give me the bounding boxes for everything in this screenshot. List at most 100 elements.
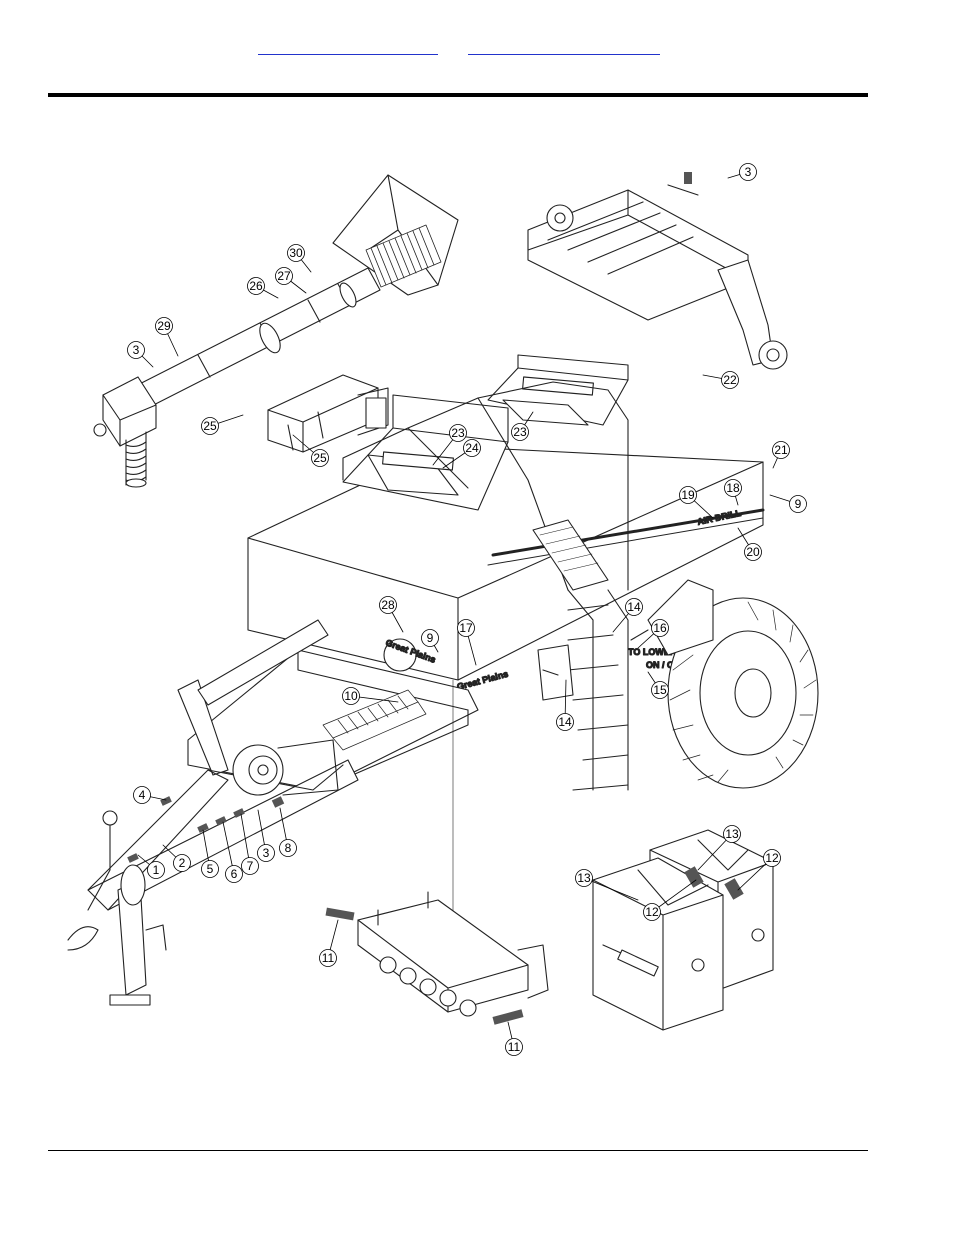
header-link-right[interactable] [468, 40, 660, 55]
callout-c14a: 14 [612, 598, 643, 633]
callout-circle [721, 371, 739, 389]
callout-number: 26 [249, 279, 263, 293]
callout-circle [511, 423, 529, 441]
step-decal-b: ON / OFF [646, 660, 685, 670]
callout-number: 7 [247, 859, 254, 873]
meter-assembly [325, 891, 549, 1025]
callout-number: 12 [645, 905, 659, 919]
callout-circle [201, 417, 219, 435]
header-links [0, 40, 954, 60]
callout-number: 11 [322, 951, 335, 965]
callout-c28: 28 [379, 596, 404, 633]
callout-number: 4 [139, 788, 146, 802]
callout-c6: 6 [222, 821, 243, 883]
bottom-rule [48, 1150, 868, 1151]
callout-c8: 8 [279, 807, 297, 857]
callout-c14b: 14 [556, 679, 574, 731]
callout-c24: 24 [442, 439, 481, 469]
callout-circle [625, 598, 643, 616]
callout-number: 12 [765, 851, 779, 865]
main-cart: AIR DRILL Great Plains Great Plains TO L… [67, 354, 819, 1006]
header-link-left[interactable] [258, 40, 438, 55]
callout-circle [724, 479, 742, 497]
callout-circle [257, 844, 275, 862]
callout-c1: 1 [137, 854, 165, 879]
callout-number: 22 [723, 373, 737, 387]
top-rule [48, 93, 868, 97]
callout-number: 14 [627, 600, 641, 614]
callout-number: 5 [207, 862, 214, 876]
callout-number: 13 [577, 871, 591, 885]
callout-number: 29 [157, 319, 171, 333]
callout-number: 20 [746, 545, 760, 559]
callout-circle [127, 341, 145, 359]
callout-c9b: 9 [421, 629, 439, 653]
auger-assembly [93, 174, 459, 488]
callout-number: 28 [381, 598, 395, 612]
callout-c27: 27 [275, 267, 307, 294]
callout-c9a: 9 [769, 494, 807, 513]
callout-c7: 7 [240, 813, 259, 875]
callout-number: 3 [745, 165, 752, 179]
callout-circle [789, 495, 807, 513]
callout-circle [287, 244, 305, 262]
callout-c5: 5 [201, 829, 219, 878]
callout-circle [241, 857, 259, 875]
callout-c25a: 25 [201, 414, 244, 435]
callout-circle [651, 619, 669, 637]
callout-c3b: 3 [727, 163, 757, 181]
callout-c29: 29 [155, 317, 179, 357]
callout-circle [463, 439, 481, 457]
callout-c4: 4 [133, 786, 167, 804]
callout-number: 3 [133, 343, 140, 357]
callout-c26: 26 [247, 277, 279, 299]
callout-circle [155, 317, 173, 335]
callout-c13b: 13 [697, 825, 741, 871]
callout-c19: 19 [679, 486, 714, 519]
step-decal-a: TO LOWER [628, 647, 677, 657]
callout-number: 19 [681, 488, 695, 502]
callout-number: 24 [465, 441, 479, 455]
callout-c11b: 11 [505, 1021, 523, 1056]
callout-c12b: 12 [737, 849, 781, 891]
callout-circle [744, 543, 762, 561]
callout-number: 17 [459, 621, 473, 635]
callout-circle [311, 449, 329, 467]
callout-c3c: 3 [257, 809, 275, 862]
callout-circle [505, 1038, 523, 1056]
callout-circle [763, 849, 781, 867]
callout-circle [133, 786, 151, 804]
callout-number: 25 [203, 419, 217, 433]
callout-number: 2 [179, 856, 186, 870]
callout-c12a: 12 [643, 879, 697, 921]
callout-c11a: 11 [319, 919, 339, 967]
callout-number: 16 [653, 621, 667, 635]
callout-c16: 16 [637, 619, 669, 649]
callout-number: 8 [285, 841, 292, 855]
callout-circle [651, 681, 669, 699]
callout-c25b: 25 [292, 434, 329, 467]
callout-number: 30 [289, 246, 303, 260]
callout-number: 6 [231, 867, 238, 881]
callout-c20: 20 [737, 527, 762, 561]
callout-circle [147, 861, 165, 879]
callout-leader [583, 877, 639, 901]
callout-number: 27 [277, 269, 291, 283]
callout-c22: 22 [702, 371, 739, 389]
callout-number: 1 [153, 863, 160, 877]
callout-number: 23 [451, 426, 465, 440]
callout-circle [679, 486, 697, 504]
callout-circle [275, 267, 293, 285]
callout-circle [556, 713, 574, 731]
callout-number: 23 [513, 425, 527, 439]
callout-c30: 30 [287, 244, 312, 273]
callout-c10: 10 [342, 687, 399, 705]
callout-circle [379, 596, 397, 614]
callout-number: 11 [508, 1040, 521, 1054]
callout-circle [342, 687, 360, 705]
callout-circle [575, 869, 593, 887]
callout-circle [201, 860, 219, 878]
callout-number: 10 [344, 689, 358, 703]
callout-circle [279, 839, 297, 857]
